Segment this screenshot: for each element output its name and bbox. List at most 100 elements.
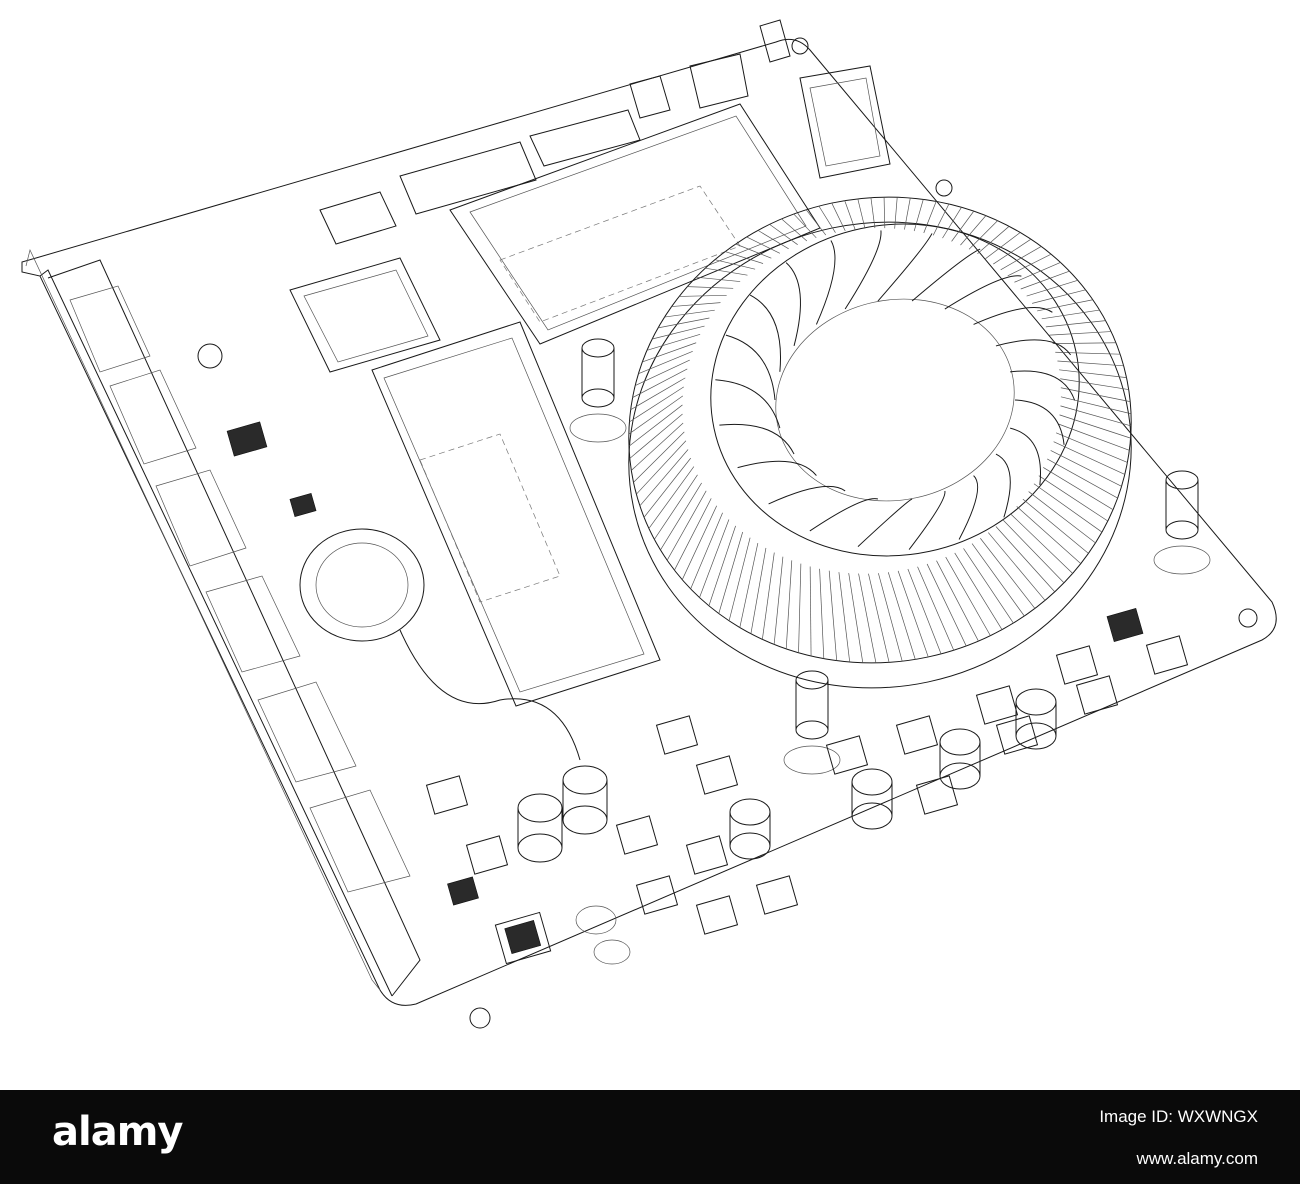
vrm-component bbox=[1075, 675, 1119, 715]
fan-fin bbox=[798, 563, 802, 653]
fan-fin bbox=[728, 537, 751, 621]
io-shield bbox=[47, 259, 421, 997]
fan-fin bbox=[718, 531, 744, 614]
vrm-component bbox=[755, 875, 799, 915]
fan-fin bbox=[674, 498, 712, 571]
fan-fin bbox=[769, 224, 798, 245]
fan-blade bbox=[857, 498, 913, 547]
fan-fin bbox=[725, 251, 764, 264]
fan-blade bbox=[958, 475, 979, 540]
fan-fin bbox=[633, 431, 685, 483]
fan-fin bbox=[1050, 450, 1122, 487]
fan-blade bbox=[749, 294, 781, 372]
memory-module bbox=[449, 103, 821, 345]
fan-fin bbox=[819, 568, 825, 659]
fan-fin bbox=[1060, 387, 1131, 402]
fan-fin bbox=[857, 198, 866, 229]
fan-fin bbox=[1047, 458, 1118, 499]
fan-fin bbox=[1041, 309, 1100, 320]
fan-fin bbox=[870, 197, 876, 229]
fan-fin bbox=[1055, 351, 1121, 355]
fan-fin bbox=[954, 552, 1003, 630]
fan-fin bbox=[708, 525, 736, 606]
fan-blade bbox=[995, 453, 1011, 518]
fan-fin bbox=[654, 474, 698, 540]
fan-fin bbox=[848, 573, 864, 663]
fan-fin bbox=[1045, 320, 1106, 328]
fan-fin bbox=[897, 570, 929, 658]
fan-blade bbox=[785, 262, 801, 347]
vrm-component bbox=[655, 715, 699, 755]
fan-fin bbox=[960, 215, 987, 246]
fan-fin bbox=[1043, 467, 1114, 510]
audio-chip bbox=[447, 607, 1144, 965]
fan-fin bbox=[699, 519, 730, 598]
fan-fin bbox=[646, 333, 701, 351]
vrm-component bbox=[685, 835, 729, 875]
fan-fin bbox=[917, 566, 955, 651]
board-edge-inner bbox=[25, 248, 381, 991]
fan-fin bbox=[1033, 483, 1103, 533]
fan-fin bbox=[932, 203, 950, 236]
fan-fin bbox=[687, 286, 734, 289]
fan-blade bbox=[973, 307, 1053, 325]
fan-blade bbox=[1014, 399, 1065, 445]
fan-fin bbox=[781, 218, 808, 242]
fan-fin bbox=[746, 236, 781, 254]
fan-fin bbox=[894, 197, 898, 229]
motherboard-wireframe-drawing bbox=[21, 19, 1277, 1029]
board-holes bbox=[197, 37, 1258, 1029]
fan-fin bbox=[995, 526, 1055, 593]
fan-fin bbox=[1000, 246, 1042, 271]
fan-fin bbox=[658, 317, 710, 329]
vrm-component bbox=[425, 775, 469, 815]
fan-fin bbox=[762, 552, 775, 640]
fan-fin bbox=[1020, 270, 1070, 290]
fan-fin bbox=[977, 226, 1010, 255]
fan-fin bbox=[629, 413, 683, 459]
board-outline bbox=[21, 38, 1277, 1006]
fan-fin bbox=[1002, 519, 1065, 584]
mounting-screws bbox=[569, 338, 1211, 775]
fan-fin bbox=[1038, 475, 1108, 522]
cpu-cooler-fan bbox=[628, 196, 1132, 689]
fan-fin bbox=[750, 547, 767, 634]
fan-fin bbox=[629, 386, 685, 423]
fan-fin bbox=[1049, 331, 1112, 336]
fan-fin bbox=[652, 325, 705, 340]
fan-fin bbox=[1026, 279, 1078, 297]
vrm-component bbox=[465, 835, 509, 875]
fan-fin bbox=[993, 238, 1032, 265]
fan-fin bbox=[878, 573, 903, 662]
fan-fin bbox=[818, 205, 836, 233]
fan-fin bbox=[945, 556, 991, 636]
fan-fin bbox=[1060, 378, 1129, 390]
fan-fin bbox=[1057, 423, 1130, 451]
fan-fin bbox=[923, 201, 937, 234]
fan-blade bbox=[877, 233, 933, 302]
fan-fin bbox=[635, 359, 690, 386]
vrm-component bbox=[1055, 645, 1099, 685]
fan-fin bbox=[963, 548, 1014, 624]
fan-blade bbox=[737, 460, 817, 476]
fan-fin bbox=[1053, 441, 1125, 475]
fan-fin bbox=[1016, 506, 1082, 564]
fan-fin bbox=[926, 563, 967, 647]
fan-blade bbox=[908, 490, 946, 550]
fan-fin bbox=[1014, 262, 1061, 283]
fan-blade bbox=[1010, 370, 1076, 401]
watermark-bar bbox=[0, 1090, 1300, 1184]
fan-fin bbox=[773, 556, 784, 645]
m2-ssd-module bbox=[371, 321, 661, 707]
fan-fin bbox=[739, 542, 759, 628]
fan-fin bbox=[664, 309, 715, 318]
fan-fin bbox=[1060, 405, 1132, 427]
top-connectors bbox=[319, 19, 891, 245]
fan-fin bbox=[631, 422, 684, 471]
power-components bbox=[425, 635, 1189, 935]
fan-fin bbox=[844, 200, 856, 230]
fan-fin bbox=[936, 560, 979, 642]
fan-fin bbox=[696, 276, 741, 282]
fan-fin bbox=[757, 230, 789, 250]
fan-fin bbox=[785, 560, 793, 649]
